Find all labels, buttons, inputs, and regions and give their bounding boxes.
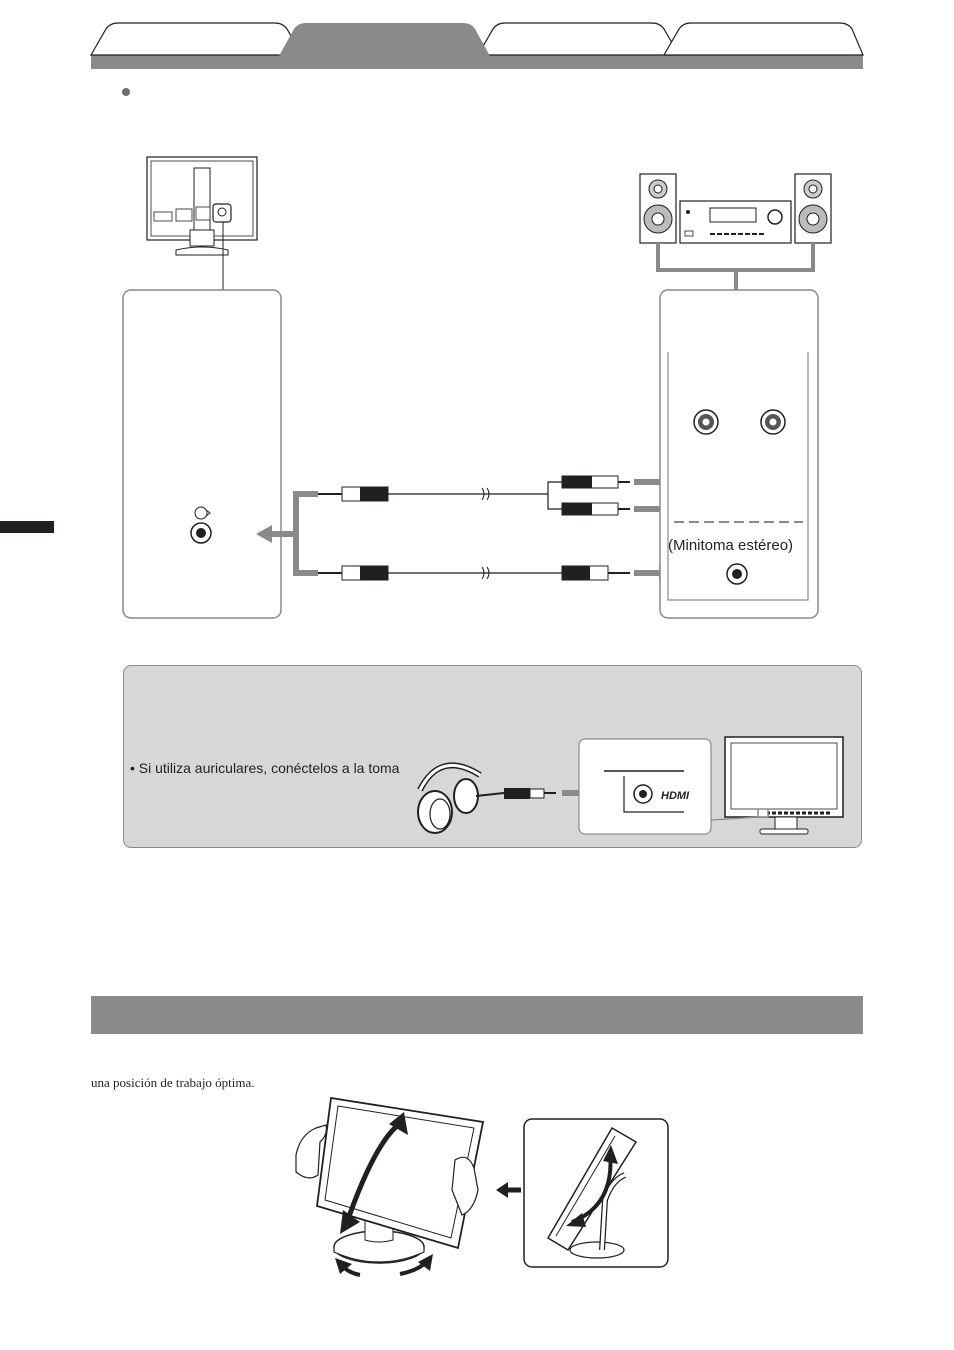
- cable-minijack-to-minijack: [318, 565, 630, 581]
- left-hand-icon: [295, 1124, 327, 1179]
- tab-2-active[interactable]: [279, 23, 490, 56]
- output-arrow-head: [256, 525, 272, 543]
- cable-minijack-to-rca: [318, 475, 630, 516]
- bullet-icon: [122, 88, 130, 96]
- tab-3[interactable]: [476, 22, 681, 56]
- monitor-rear-icon: [146, 156, 258, 290]
- section-title-bar: [91, 996, 863, 1034]
- body-text: una posición de trabajo óptima.: [91, 1075, 255, 1090]
- monitor-tilt-swivel-icon: [295, 1096, 485, 1277]
- tab-1[interactable]: [89, 22, 304, 56]
- audio-input-label: (Minitoma estéreo): [668, 537, 794, 554]
- headphones-icon: [417, 762, 482, 834]
- tilt-detail-callout: [523, 1118, 669, 1268]
- right-hand-icon: [451, 1156, 479, 1216]
- speaker-system-icon: [639, 173, 832, 290]
- monitor-jack-panel: [122, 289, 282, 619]
- output-arrow: [270, 491, 318, 576]
- amplifier-jack-panel: [659, 289, 819, 619]
- section-side-marker: [0, 521, 54, 533]
- tab-4[interactable]: [662, 22, 864, 56]
- header-tabs: [89, 22, 864, 69]
- audio-connection-diagram: [122, 156, 832, 619]
- header-rule: [91, 55, 863, 69]
- headphone-plug-icon: [504, 788, 530, 799]
- hdmi-logo: HDMI: [661, 790, 690, 802]
- monitor-adjust-diagram: [295, 1096, 669, 1277]
- headphone-port-callout: HDMI: [578, 738, 712, 835]
- headphones-note: • Si utiliza auriculares, conéctelos a l…: [130, 760, 400, 776]
- monitor-front-icon: [710, 736, 844, 835]
- headphones-diagram: HDMI: [417, 736, 844, 835]
